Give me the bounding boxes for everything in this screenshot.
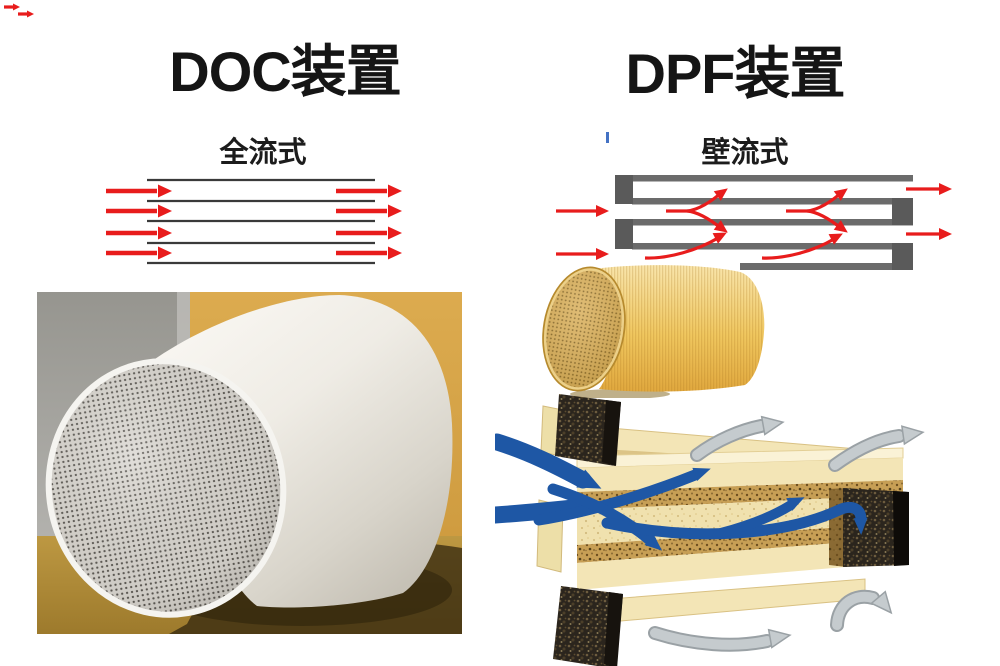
stray-red-arrow-marks-icon: [4, 3, 34, 18]
bottom-channel-beam: [609, 578, 866, 623]
substrate-honeycomb-face: [45, 358, 287, 618]
dpf-inlet-arrows: [556, 205, 609, 260]
doc-title: DOC装置: [169, 40, 401, 103]
filter-channel-beams: [576, 427, 904, 623]
dpf-outlet-arrows: [906, 183, 952, 240]
doc-ceramic-substrate-photo: [37, 292, 462, 634]
dpf-wall-pass-split-arrows: [666, 188, 848, 233]
dpf-flow-type-label: 壁流式: [701, 137, 789, 169]
doc-inlet-arrows: [106, 184, 172, 260]
dpf-channel-walls: [615, 175, 913, 270]
doc-full-flow-diagram: [106, 178, 402, 265]
dpf-title: DPF装置: [625, 42, 846, 105]
substrate-honeycomb-face: [542, 266, 626, 392]
doc-channel-lines: [147, 178, 375, 265]
doc-flow-type-label: 全流式: [219, 137, 307, 169]
filter-end-plugs: [553, 394, 909, 666]
doc-outlet-arrows: [336, 184, 402, 260]
dpf-substrate-photo: [542, 265, 765, 398]
filtered-outflow-arrows: [648, 415, 925, 652]
dpf-bottom-wall-pass-arrows: [644, 232, 843, 260]
dpf-wall-flow-diagram: [556, 175, 952, 270]
stray-blue-tick: [606, 132, 609, 143]
dpf-cutaway-illustration: [495, 394, 925, 666]
dpf-channel-plugs: [615, 175, 913, 270]
exhaust-inflow-arrows: [495, 433, 868, 551]
